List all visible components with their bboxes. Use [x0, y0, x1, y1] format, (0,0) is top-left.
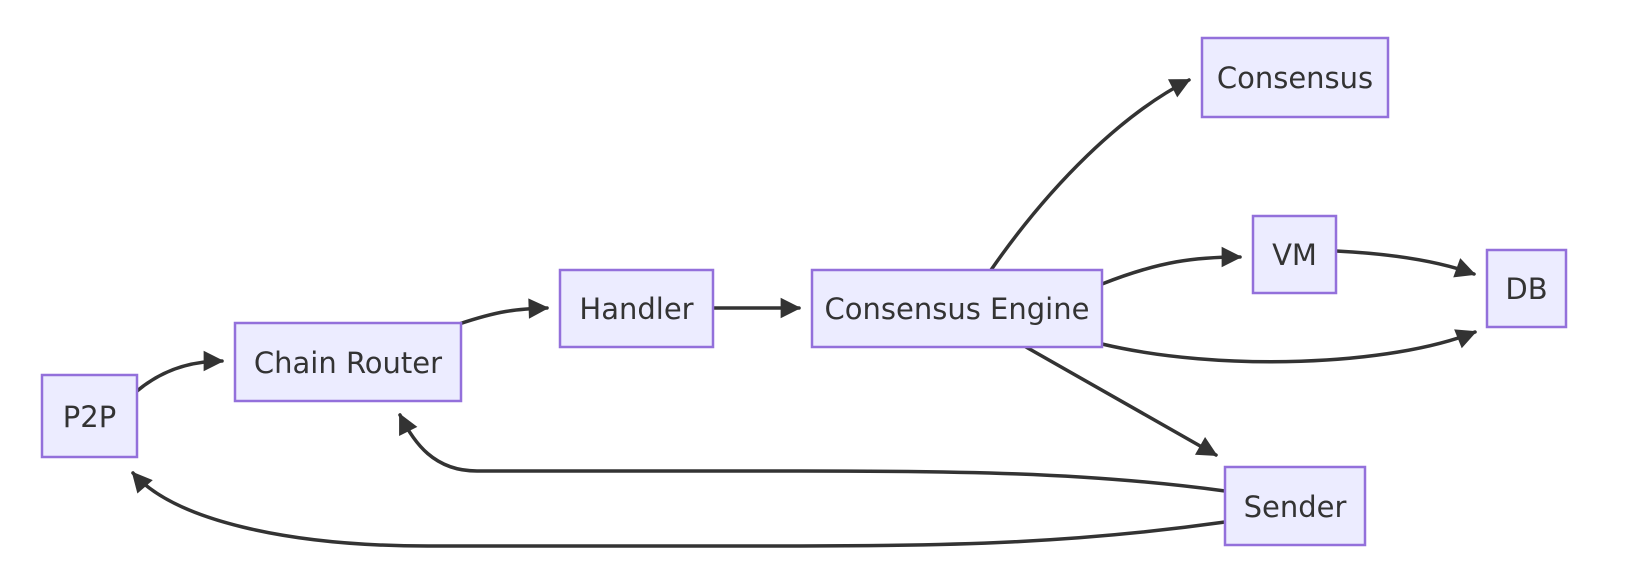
edge-consensus-engine-to-db: [1100, 329, 1477, 364]
node-p2p-box: [40, 373, 139, 459]
node-handler-label: Handler: [579, 292, 693, 326]
edge-layer: [131, 78, 1477, 548]
node-vm: VM: [1251, 214, 1338, 295]
node-chain-router-box: [233, 321, 463, 403]
node-sender-box: [1223, 465, 1367, 547]
node-p2p-label: P2P: [63, 400, 116, 434]
edge-consensus-engine-to-consensus: [989, 78, 1191, 272]
node-p2p: P2P: [40, 373, 139, 459]
node-chain-router-label: Chain Router: [254, 346, 442, 380]
edge-chain-router-to-handler: [457, 298, 550, 326]
edge-sender-to-p2p: [131, 471, 1227, 548]
node-consensus: Consensus: [1200, 36, 1390, 119]
node-sender: Sender: [1223, 465, 1367, 547]
node-vm-box: [1251, 214, 1338, 295]
node-consensus-box: [1200, 36, 1390, 119]
node-db: DB: [1485, 248, 1568, 329]
node-sender-label: Sender: [1244, 490, 1347, 524]
node-db-label: DB: [1505, 272, 1547, 306]
node-chain-router: Chain Router: [233, 321, 463, 403]
node-vm-label: VM: [1272, 238, 1317, 272]
edge-sender-to-chain-router: [398, 413, 1227, 493]
node-consensus-engine-label: Consensus Engine: [825, 292, 1090, 326]
node-consensus-engine: Consensus Engine: [810, 268, 1104, 349]
node-layer: P2P Chain Router Handler Consensus Engin…: [40, 36, 1568, 547]
edge-consensus-engine-to-sender: [1024, 345, 1218, 457]
edge-consensus-engine-to-vm: [1100, 246, 1243, 286]
node-handler: Handler: [558, 268, 715, 349]
edge-vm-to-db: [1334, 249, 1476, 278]
node-db-box: [1485, 248, 1568, 329]
node-consensus-label: Consensus: [1217, 61, 1373, 95]
node-handler-box: [558, 268, 715, 349]
edge-p2p-to-chain-router: [135, 350, 225, 393]
node-consensus-engine-box: [810, 268, 1104, 349]
